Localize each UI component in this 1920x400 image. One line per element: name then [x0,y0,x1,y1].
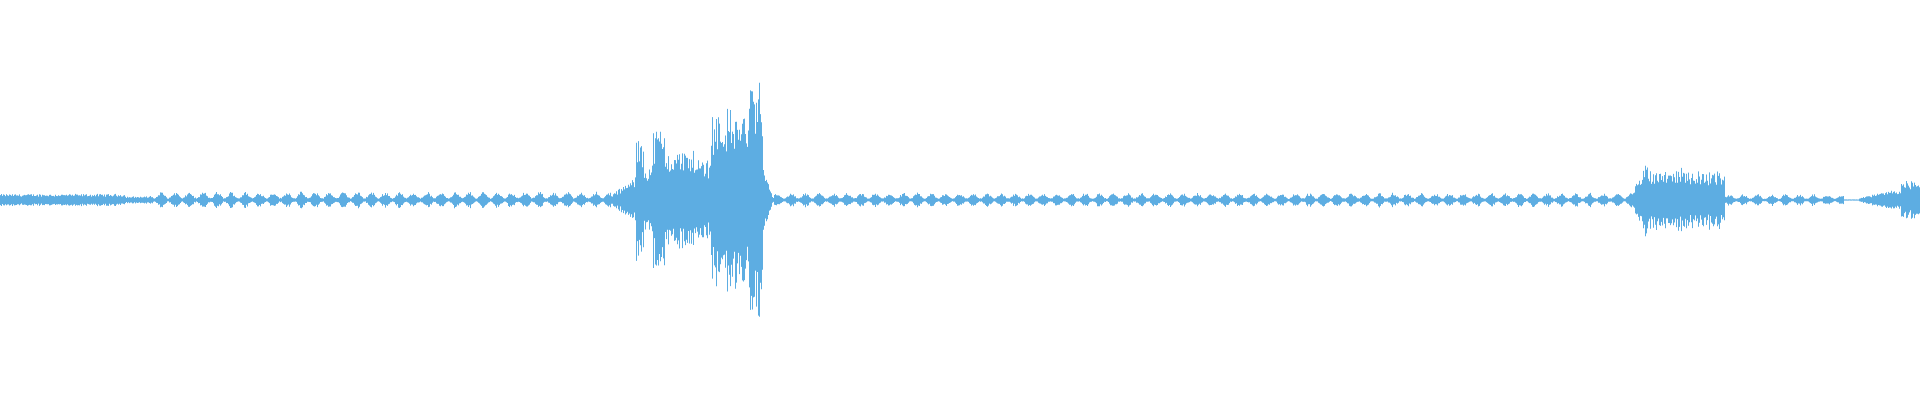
waveform-samples [0,82,1920,317]
